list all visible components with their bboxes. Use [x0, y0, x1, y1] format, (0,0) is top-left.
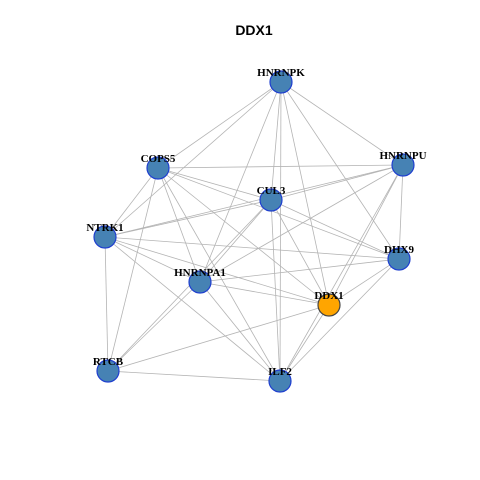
edge-hnrnpu-cul3: [270, 164, 404, 201]
edge-dhx9-ilf2: [279, 258, 400, 382]
edge-cops5-ntrk1: [104, 167, 159, 238]
edge-cul3-ntrk1: [104, 199, 272, 238]
edge-ntrk1-hnrnpa1: [104, 236, 201, 283]
node-rtcb[interactable]: [96, 359, 120, 383]
edge-cops5-cul3: [157, 167, 272, 201]
edge-cops5-ddx1: [157, 167, 330, 306]
node-hnrnpk[interactable]: [269, 70, 293, 94]
edge-cul3-ddx1: [270, 199, 330, 306]
node-layer: [93, 70, 415, 393]
edge-cul3-hnrnpa1: [199, 199, 272, 283]
node-label-hnrnpa1: HNRNPA1: [174, 267, 226, 279]
edge-hnrnpu-ilf2: [279, 164, 404, 382]
node-ddx1[interactable]: [317, 293, 341, 317]
edge-cops5-ilf2: [157, 167, 281, 382]
node-label-ntrk1: NTRK1: [86, 222, 123, 234]
edge-cul3-ilf2: [270, 199, 281, 382]
edge-cops5-hnrnpu: [157, 164, 404, 169]
edge-ntrk1-dhx9: [104, 236, 400, 260]
node-label-dhx9: DHX9: [384, 244, 414, 256]
edge-cul3-dhx9: [270, 199, 400, 260]
node-label-cul3: CUL3: [257, 185, 286, 197]
edge-layer: [104, 81, 404, 382]
node-dhx9[interactable]: [387, 247, 411, 271]
node-label-hnrnpk: HNRNPK: [257, 67, 305, 79]
edge-hnrnpk-ilf2: [279, 81, 282, 382]
node-cops5[interactable]: [146, 156, 170, 180]
edge-ddx1-rtcb: [107, 304, 330, 372]
edge-hnrnpu-ntrk1: [104, 164, 404, 238]
node-label-rtcb: RTCB: [93, 356, 124, 368]
node-label-ilf2: ILF2: [268, 366, 292, 378]
edge-hnrnpu-hnrnpa1: [199, 164, 404, 283]
node-hnrnpa1[interactable]: [188, 270, 212, 294]
node-label-ddx1: DDX1: [314, 290, 343, 302]
edge-hnrnpk-hnrnpu: [280, 81, 404, 166]
edge-ddx1-ilf2: [279, 304, 330, 382]
graph-title: DDX1: [235, 22, 273, 38]
edge-ntrk1-rtcb: [104, 236, 109, 372]
node-hnrnpu[interactable]: [391, 153, 415, 177]
edge-hnrnpa1-rtcb: [107, 281, 201, 372]
node-ilf2[interactable]: [268, 369, 292, 393]
label-layer: HNRNPK COPS5 HNRNPU CUL3NTRK1DHX9HNRNPA1DDX…: [86, 67, 426, 378]
edge-dhx9-hnrnpa1: [199, 258, 400, 283]
edge-hnrnpk-ntrk1: [104, 81, 282, 238]
edge-dhx9-ddx1: [328, 258, 400, 306]
edge-hnrnpu-dhx9: [398, 164, 404, 260]
edge-hnrnpa1-ddx1: [199, 281, 330, 306]
node-label-cops5: COPS5: [141, 153, 176, 165]
edge-hnrnpk-hnrnpa1: [199, 81, 282, 283]
edge-cops5-rtcb: [107, 167, 159, 372]
edge-hnrnpu-ddx1: [328, 164, 404, 306]
node-label-hnrnpu: HNRNPU: [379, 150, 426, 162]
edge-cops5-hnrnpa1: [157, 167, 201, 283]
node-ntrk1[interactable]: [93, 225, 117, 249]
edge-hnrnpk-cul3: [270, 81, 282, 201]
edge-ntrk1-ilf2: [104, 236, 281, 382]
edge-ntrk1-ddx1: [104, 236, 330, 306]
node-cul3[interactable]: [259, 188, 283, 212]
edge-hnrnpk-dhx9: [280, 81, 400, 260]
edge-rtcb-ilf2: [107, 370, 281, 382]
edge-hnrnpk-cops5: [157, 81, 282, 169]
